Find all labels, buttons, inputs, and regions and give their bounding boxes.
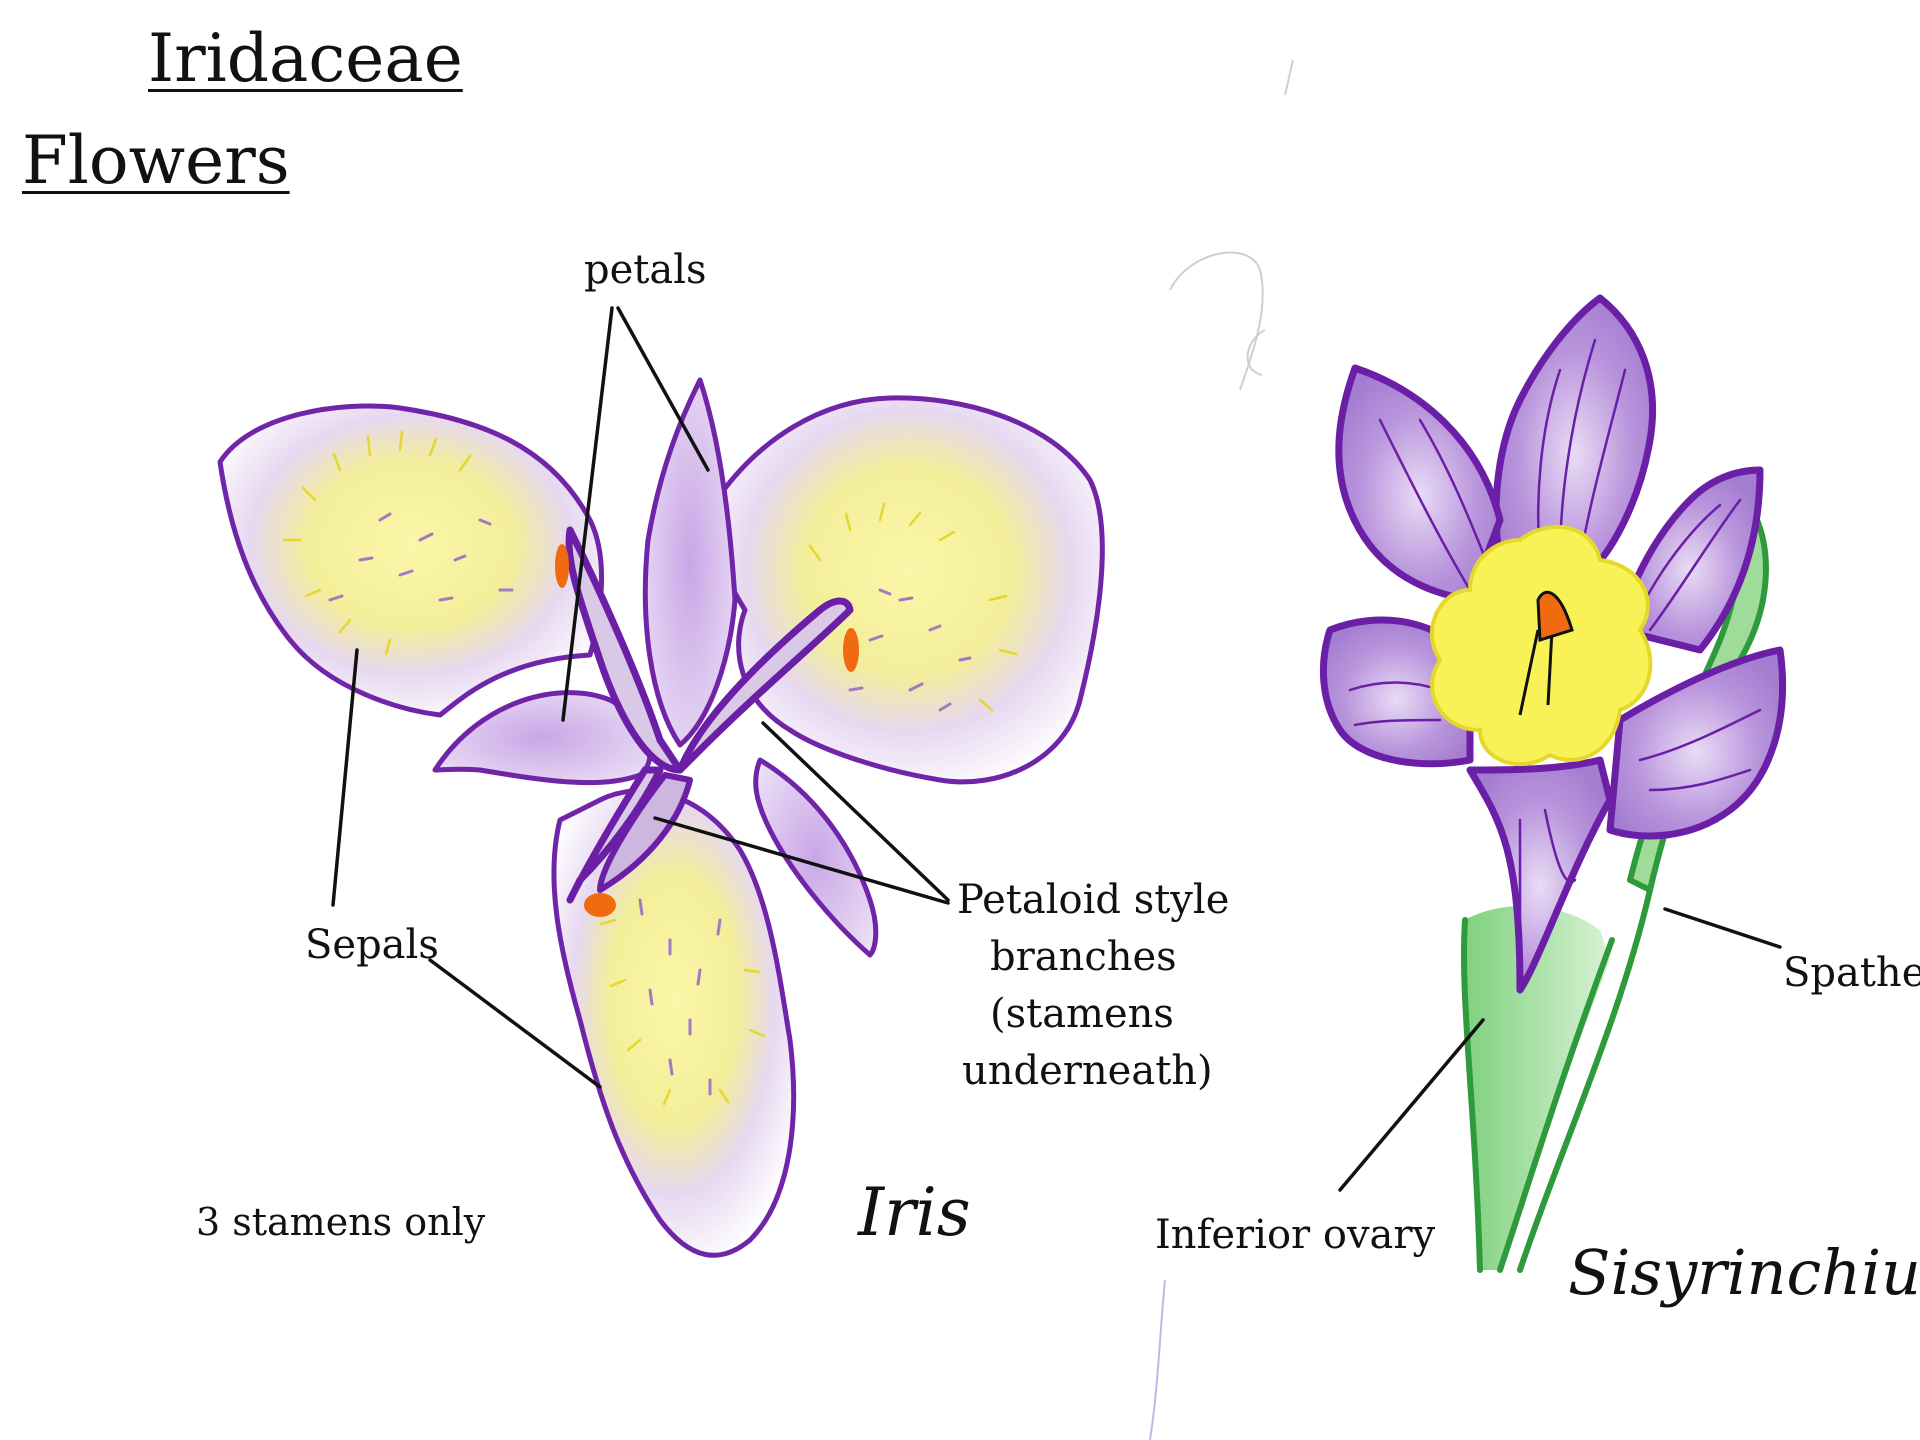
style-leader-lower [653, 816, 950, 905]
sisyrinchium-name: Sisyrinchium [1568, 1236, 1920, 1309]
sisyrinchium-style [1518, 590, 1574, 716]
family-heading: Iridaceae [148, 20, 463, 97]
sepals-leader-upper [331, 648, 359, 907]
petals-leader-left [561, 306, 614, 722]
sisyrinchium-center [1429, 525, 1653, 766]
spathe-leader [1663, 907, 1782, 949]
style-branches-label-line3: (stamens [990, 991, 1174, 1037]
sepals-label: Sepals [305, 922, 439, 968]
iris-name: Iris [858, 1174, 971, 1251]
leader-lines [331, 306, 1782, 1192]
inferior-ovary-label: Inferior ovary [1155, 1212, 1436, 1258]
stray-pen-marks [1149, 59, 1294, 1440]
style-leader-upper [761, 721, 950, 902]
sepals-leader-lower [428, 958, 602, 1089]
spathe-label: Spathe [1783, 950, 1920, 996]
petals-leader-right [616, 306, 710, 472]
iris-anthers [555, 544, 859, 917]
iris-sepal-right [711, 395, 1105, 785]
iris-sepal-left [217, 403, 605, 718]
sisyrinchium-plant [1320, 294, 1786, 1273]
style-branches-label-line2: branches [990, 934, 1177, 980]
petals-label: petals [584, 247, 707, 293]
style-branches-label-line1: Petaloid style [957, 877, 1230, 923]
ovary-leader [1338, 1018, 1485, 1192]
stamens-note: 3 stamens only [196, 1200, 486, 1244]
style-branches-label-line4: underneath) [962, 1048, 1213, 1094]
iris-flower [217, 377, 1105, 1258]
section-heading: Flowers [22, 122, 290, 199]
iris-petals [432, 377, 879, 958]
sisyrinchium-veins [1348, 338, 1762, 952]
